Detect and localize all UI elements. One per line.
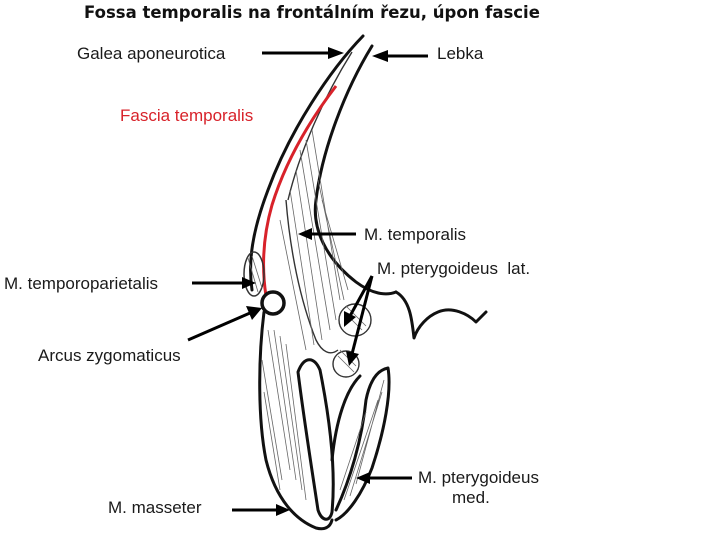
temporoparietalis-shape	[243, 251, 265, 297]
diagram-title: Fossa temporalis na frontálním řezu, úpo…	[84, 3, 540, 22]
label-m-temporalis: M. temporalis	[364, 225, 466, 244]
label-arcus-zygomaticus: Arcus zygomaticus	[38, 346, 181, 365]
label-lebka: Lebka	[437, 44, 484, 63]
temporalis-muscle	[279, 129, 349, 354]
mandible-outline	[258, 310, 391, 531]
arrow-pterygoideus-lat-upper	[348, 275, 374, 317]
label-m-pterygoideus-med-suffix: med.	[452, 488, 490, 507]
skull-outline	[249, 34, 488, 340]
arcus-zygomaticus-ring	[260, 290, 286, 316]
fascia-temporalis-line	[262, 85, 338, 297]
arrow-pterygoideus-lat-lower	[350, 275, 374, 355]
label-galea-aponeurotica: Galea aponeurotica	[77, 44, 226, 63]
label-m-temporoparietalis: M. temporoparietalis	[4, 274, 158, 293]
label-m-pterygoideus-lat: M. pterygoideus lat.	[377, 259, 530, 278]
arrows	[187, 47, 428, 516]
label-m-masseter: M. masseter	[108, 498, 202, 517]
label-m-pterygoideus-med: M. pterygoideus	[418, 468, 539, 487]
arrow-arcus	[187, 311, 251, 342]
label-fascia-temporalis: Fascia temporalis	[120, 106, 253, 125]
